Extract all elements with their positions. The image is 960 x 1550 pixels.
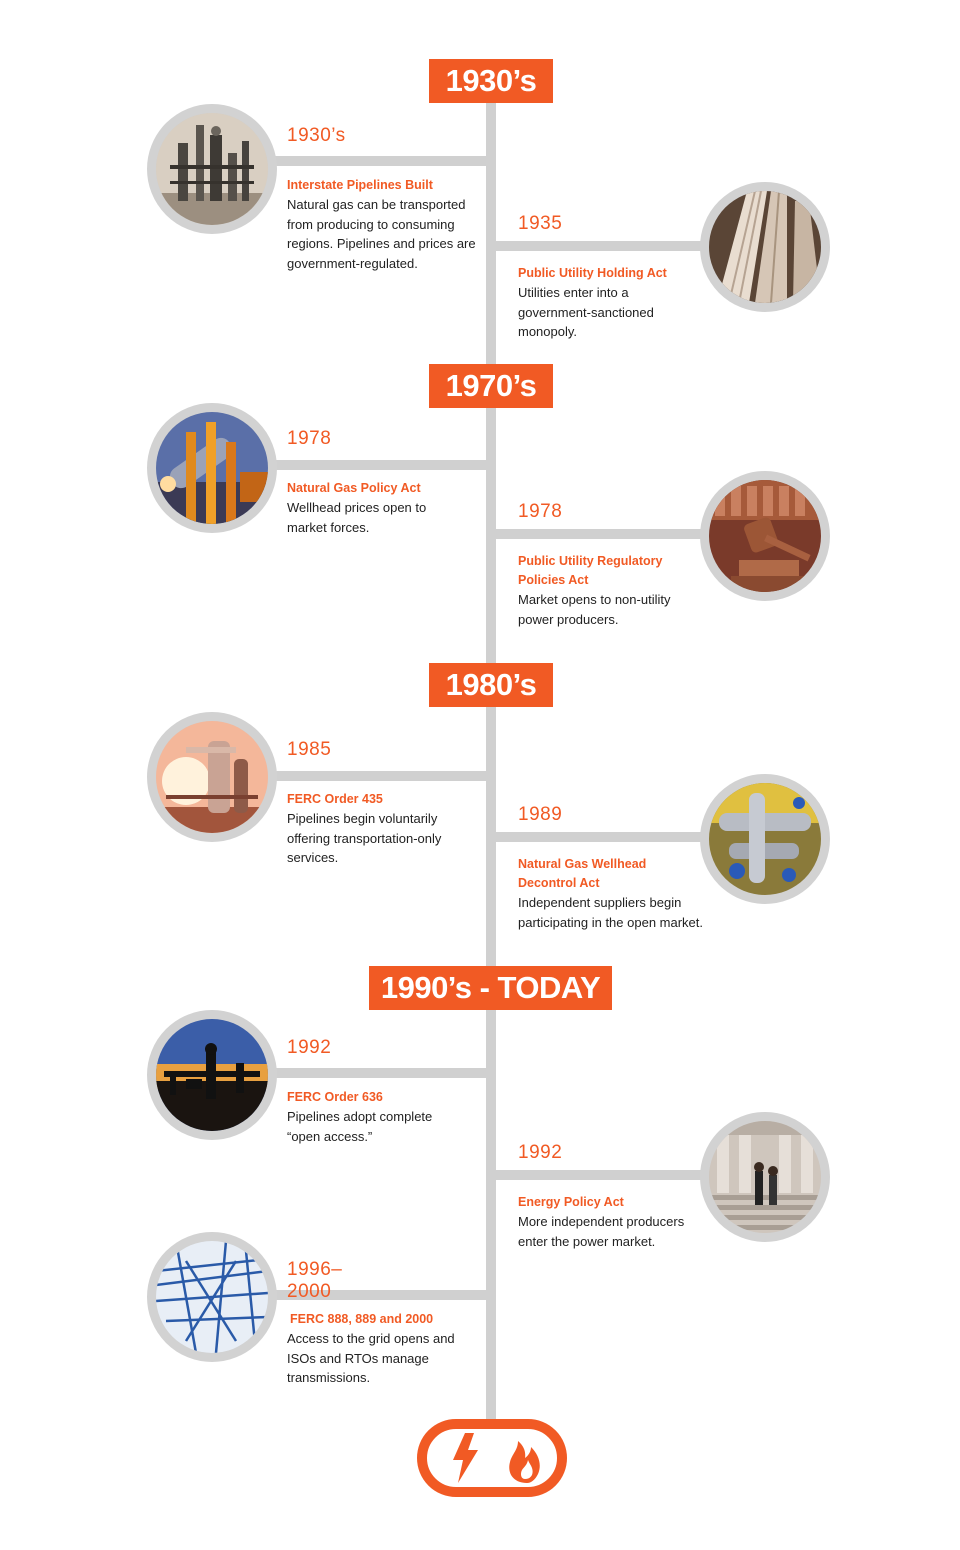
pipes-icon xyxy=(147,403,277,533)
entry-year: 1935 xyxy=(518,213,563,234)
entry-title: Public Utility Holding Act xyxy=(518,266,667,280)
decade-badge-1990s-today: 1990’s - TODAY xyxy=(369,966,612,1010)
decade-badge-1980s: 1980’s xyxy=(429,663,553,707)
connector-line xyxy=(496,1170,712,1180)
entry-description: Utilities enter into a government-sancti… xyxy=(518,285,654,339)
gavel-icon xyxy=(700,471,830,601)
decade-badge-1970s: 1970’s xyxy=(429,364,553,408)
entry-description: Natural gas can be transported from prod… xyxy=(287,197,476,271)
connector-line xyxy=(270,1290,486,1300)
entry-year: 1992 xyxy=(287,1037,332,1058)
entry-title: Energy Policy Act xyxy=(518,1195,624,1209)
connector-line xyxy=(270,1068,486,1078)
entry-description: Pipelines begin voluntarily offering tra… xyxy=(287,811,442,865)
entry-year: 1978 xyxy=(287,428,332,449)
decade-badge-1930s: 1930’s xyxy=(429,59,553,103)
flame-icon xyxy=(509,1441,540,1483)
entry-title: FERC Order 435 xyxy=(287,792,383,806)
entry-description: Wellhead prices open to market forces. xyxy=(287,500,427,535)
valves-icon xyxy=(700,774,830,904)
entry-year: 1985 xyxy=(287,739,332,760)
entry-title: Interstate Pipelines Built xyxy=(287,178,433,192)
entry-year: 1992 xyxy=(518,1142,563,1163)
connector-line xyxy=(496,832,712,842)
energy-endcap xyxy=(417,1419,567,1497)
entry-title: FERC 888, 889 and 2000 xyxy=(290,1312,434,1326)
connector-line xyxy=(496,241,712,251)
connector-line xyxy=(270,460,486,470)
entry-title: Public Utility Regulatory Policies Act xyxy=(518,554,663,587)
refinery-icon xyxy=(147,104,277,234)
entry-year: 1989 xyxy=(518,804,563,825)
entry-title: FERC Order 636 xyxy=(287,1090,383,1104)
entry-year: 1996–2000 xyxy=(287,1259,343,1302)
entry-title: Natural Gas Wellhead Decontrol Act xyxy=(518,857,647,890)
entry-description: More independent producers enter the pow… xyxy=(518,1214,685,1249)
plant-icon xyxy=(147,712,277,842)
lightning-bolt-icon xyxy=(453,1433,478,1483)
connector-line xyxy=(270,771,486,781)
entry-description: Pipelines adopt complete “open access.” xyxy=(287,1109,433,1144)
columns-icon xyxy=(700,182,830,312)
entry-description: Market opens to non-utility power produc… xyxy=(518,592,671,627)
connector-line xyxy=(270,156,486,166)
wellhead-icon xyxy=(147,1010,277,1140)
courthouse-icon xyxy=(700,1112,830,1242)
entry-description: Access to the grid opens and ISOs and RT… xyxy=(287,1331,455,1385)
entry-year: 1930’s xyxy=(287,125,346,146)
entry-title: Natural Gas Policy Act xyxy=(287,481,421,495)
entry-description: Independent suppliers begin participatin… xyxy=(518,895,703,930)
connector-line xyxy=(496,529,712,539)
timeline-spine xyxy=(486,100,496,1425)
entry-year: 1978 xyxy=(518,501,563,522)
powerlines-icon xyxy=(147,1232,277,1362)
